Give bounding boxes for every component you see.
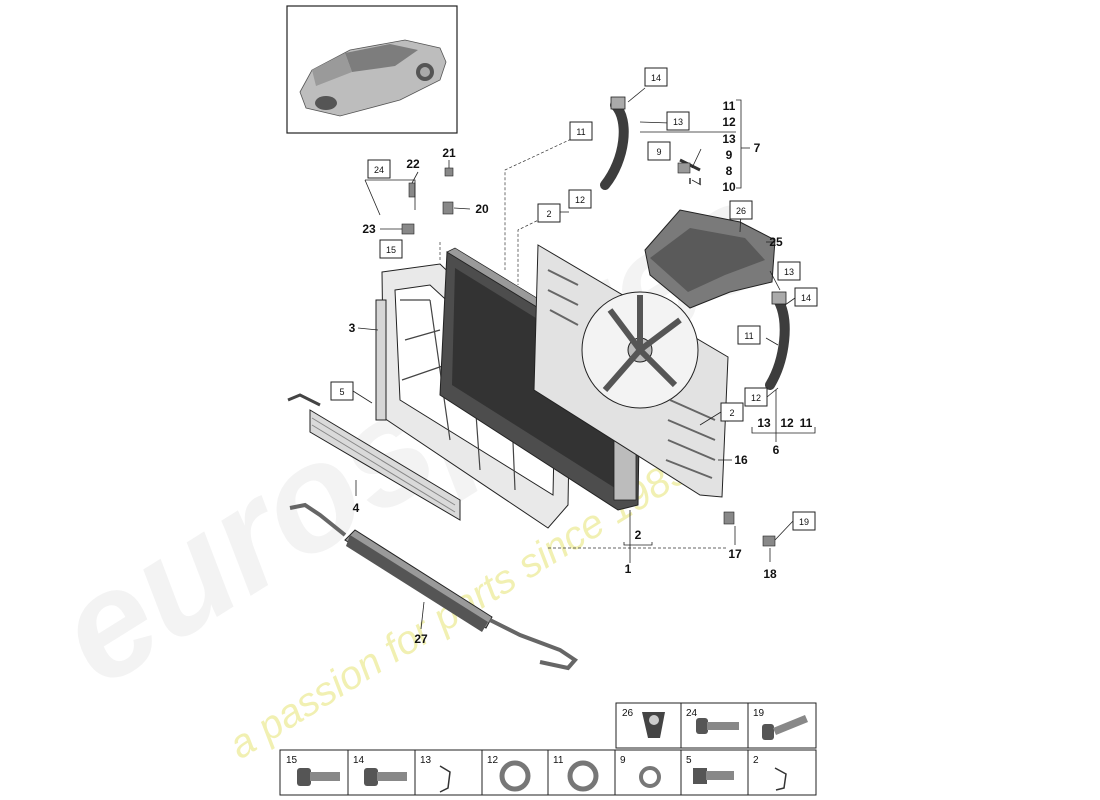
clip-icon bbox=[642, 712, 665, 738]
car-icon bbox=[299, 39, 447, 117]
box-callout-13-top: 13 bbox=[666, 111, 690, 131]
svg-text:24: 24 bbox=[374, 165, 384, 175]
svg-text:14: 14 bbox=[651, 73, 661, 83]
box-callout-2-top: 2 bbox=[537, 203, 561, 223]
svg-text:11: 11 bbox=[576, 127, 585, 137]
box-callout-26: 26 bbox=[729, 200, 753, 220]
small-fasteners bbox=[401, 162, 776, 547]
svg-text:19: 19 bbox=[799, 517, 809, 527]
callout-20: 20 bbox=[475, 202, 489, 216]
callout-23: 23 bbox=[362, 222, 376, 236]
bolt-icon bbox=[762, 715, 808, 740]
callout-16: 16 bbox=[734, 453, 748, 467]
legend-label-19: 19 bbox=[753, 708, 765, 719]
box-callout-2-right: 2 bbox=[720, 402, 744, 422]
hex-bolt-icon bbox=[693, 768, 734, 784]
callout-3: 3 bbox=[349, 321, 356, 335]
boxed-callouts: 14 13 11 9 12 2 24 15 26 13 14 11 12 2 5… bbox=[330, 67, 818, 531]
legend-label-11: 11 bbox=[553, 755, 564, 766]
callout-7: 7 bbox=[754, 141, 761, 155]
callout-11: 11 bbox=[723, 99, 736, 113]
auxiliary-cooler bbox=[287, 393, 461, 521]
legend-label-26: 26 bbox=[622, 708, 634, 719]
box-callout-15: 15 bbox=[379, 239, 403, 259]
callout-18: 18 bbox=[763, 567, 777, 581]
callout-4: 4 bbox=[353, 501, 360, 515]
callout-12: 12 bbox=[722, 115, 736, 129]
box-callout-12-right: 12 bbox=[744, 387, 768, 407]
air-guide-duct bbox=[644, 209, 776, 309]
callout-21: 21 bbox=[442, 146, 456, 160]
svg-text:11: 11 bbox=[744, 331, 753, 341]
box-callout-5: 5 bbox=[330, 381, 354, 401]
callout-6-11: 11 bbox=[800, 416, 813, 430]
svg-text:5: 5 bbox=[339, 387, 344, 397]
box-callout-13-right: 13 bbox=[777, 261, 801, 281]
callout-10: 10 bbox=[722, 180, 736, 194]
o-ring-icon bbox=[639, 766, 661, 788]
callout-2-bottom: 2 bbox=[635, 528, 642, 542]
callout-17: 17 bbox=[728, 547, 742, 561]
legend-top-row: 26 24 19 bbox=[615, 702, 817, 749]
callout-6: 6 bbox=[773, 443, 780, 457]
box-callout-11-right: 11 bbox=[737, 325, 761, 345]
legend-label-5: 5 bbox=[686, 755, 692, 766]
box-callout-9: 9 bbox=[647, 141, 671, 161]
callout-6-12: 12 bbox=[780, 416, 794, 430]
lower-cooler bbox=[289, 502, 579, 671]
callout-25: 25 bbox=[769, 235, 783, 249]
svg-text:12: 12 bbox=[751, 393, 761, 403]
svg-text:13: 13 bbox=[784, 267, 794, 277]
legend-label-9: 9 bbox=[620, 755, 626, 766]
right-coolant-hose bbox=[765, 291, 790, 390]
car-thumbnail bbox=[286, 5, 458, 134]
seal-ring-icon bbox=[499, 760, 531, 792]
bolt-icon bbox=[696, 718, 739, 734]
svg-text:13: 13 bbox=[673, 117, 683, 127]
svg-text:15: 15 bbox=[386, 245, 396, 255]
box-callout-14-right: 14 bbox=[794, 287, 818, 307]
callout-numbers: 22 21 20 23 3 4 27 1 2 17 18 16 6 13 12 … bbox=[349, 99, 813, 646]
svg-text:26: 26 bbox=[736, 206, 746, 216]
legend-label-24: 24 bbox=[686, 708, 698, 719]
legend-bottom-row: 15 14 13 12 11 9 5 2 bbox=[279, 749, 817, 796]
box-callout-12-top: 12 bbox=[568, 189, 592, 209]
callout-27: 27 bbox=[414, 632, 428, 646]
callout-6-13: 13 bbox=[757, 416, 771, 430]
box-callout-14-top: 14 bbox=[644, 67, 668, 87]
legend-label-12: 12 bbox=[487, 755, 499, 766]
clamp-icon bbox=[439, 765, 451, 793]
legend-label-2: 2 bbox=[753, 755, 759, 766]
callout-13: 13 bbox=[722, 132, 736, 146]
upper-coolant-hose bbox=[600, 96, 701, 190]
bolt-icon bbox=[297, 768, 340, 786]
fan-shroud bbox=[533, 244, 729, 498]
svg-text:2: 2 bbox=[729, 408, 734, 418]
fastener-legend: 26 24 19 15 14 13 12 11 9 5 2 bbox=[279, 702, 817, 796]
svg-text:12: 12 bbox=[575, 195, 585, 205]
callout-22: 22 bbox=[406, 157, 420, 171]
leader-lines bbox=[352, 87, 816, 630]
callout-9: 9 bbox=[726, 148, 733, 162]
box-callout-24: 24 bbox=[367, 159, 391, 179]
callout-8: 8 bbox=[726, 164, 733, 178]
box-callout-19: 19 bbox=[792, 511, 816, 531]
clamp-icon bbox=[774, 767, 787, 791]
legend-label-15: 15 bbox=[286, 755, 298, 766]
callout-1: 1 bbox=[625, 562, 632, 576]
svg-text:14: 14 bbox=[801, 293, 811, 303]
box-callout-11-top: 11 bbox=[569, 121, 593, 141]
bolt-icon bbox=[364, 768, 407, 786]
seal-ring-icon bbox=[567, 760, 599, 792]
legend-label-14: 14 bbox=[353, 755, 365, 766]
legend-label-13: 13 bbox=[420, 755, 432, 766]
svg-text:2: 2 bbox=[546, 209, 551, 219]
svg-text:9: 9 bbox=[656, 147, 661, 157]
